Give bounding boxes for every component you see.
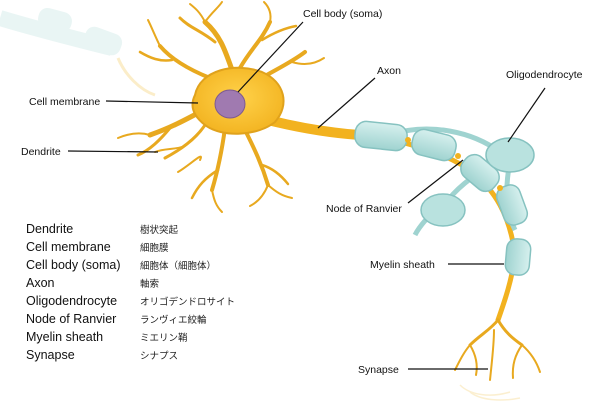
glossary-row: Dendrite 樹状突起: [26, 220, 235, 238]
leader-axon: [317, 77, 376, 129]
leader-cell-body: [237, 21, 304, 93]
nucleus: [214, 89, 246, 119]
glossary-row: Cell body (soma) 細胞体（細胞体）: [26, 256, 235, 274]
glossary-term-ja: 細胞体（細胞体）: [140, 261, 217, 272]
leader-node-of-ranvier: [407, 159, 464, 204]
label-cell-membrane: Cell membrane: [29, 96, 100, 108]
glossary-term-en: Dendrite: [26, 222, 74, 236]
synapse-glow: [459, 384, 521, 401]
glossary-term-ja: 軸索: [140, 279, 160, 290]
glossary-term-en: Synapse: [26, 348, 75, 362]
faded-axon: [0, 7, 156, 97]
label-myelin-sheath: Myelin sheath: [370, 259, 435, 271]
label-oligodendrocyte: Oligodendrocyte: [506, 69, 583, 81]
label-axon: Axon: [377, 65, 401, 77]
glossary-term-en: Axon: [26, 276, 55, 290]
leader-dendrite: [67, 150, 159, 153]
oligodendrocyte: [420, 137, 535, 227]
glossary-row: Oligodendrocyte オリゴデンドロサイト: [26, 292, 235, 310]
leader-oligodendrocyte: [507, 87, 546, 143]
label-synapse: Synapse: [358, 364, 399, 376]
myelin-sheath: [354, 120, 532, 276]
glossary-row: Node of Ranvier ランヴィエ絞輪: [26, 310, 235, 328]
glossary-row: Myelin sheath ミエリン鞘: [26, 328, 235, 346]
glossary-term-en: Cell membrane: [26, 240, 111, 254]
label-node-of-ranvier: Node of Ranvier: [326, 203, 402, 215]
glossary-term-ja: シナプス: [140, 351, 179, 362]
label-dendrite: Dendrite: [21, 146, 61, 158]
glossary-table: Dendrite 樹状突起 Cell membrane 細胞膜 Cell bod…: [26, 220, 235, 364]
synapse-terminals: [454, 318, 541, 381]
glossary-term-ja: 細胞膜: [140, 243, 169, 254]
nodes-of-ranvier: [405, 137, 503, 191]
glossary-term-en: Node of Ranvier: [26, 312, 117, 326]
glossary-row: Axon 軸索: [26, 274, 235, 292]
label-cell-body: Cell body (soma): [303, 8, 382, 20]
glossary-term-ja: 樹状突起: [140, 225, 179, 236]
glossary-term-ja: ミエリン鞘: [140, 333, 188, 344]
leader-cell-membrane: [105, 100, 199, 104]
glossary-term-ja: ランヴィエ絞輪: [140, 315, 207, 326]
glossary-term-en: Myelin sheath: [26, 330, 104, 344]
cell-body: [191, 66, 285, 135]
glossary-term-en: Cell body (soma): [26, 258, 121, 272]
glossary-row: Synapse シナプス: [26, 346, 235, 364]
glossary-term-en: Oligodendrocyte: [26, 294, 118, 308]
glossary-term-ja: オリゴデンドロサイト: [140, 297, 236, 308]
glossary-row: Cell membrane 細胞膜: [26, 238, 235, 256]
